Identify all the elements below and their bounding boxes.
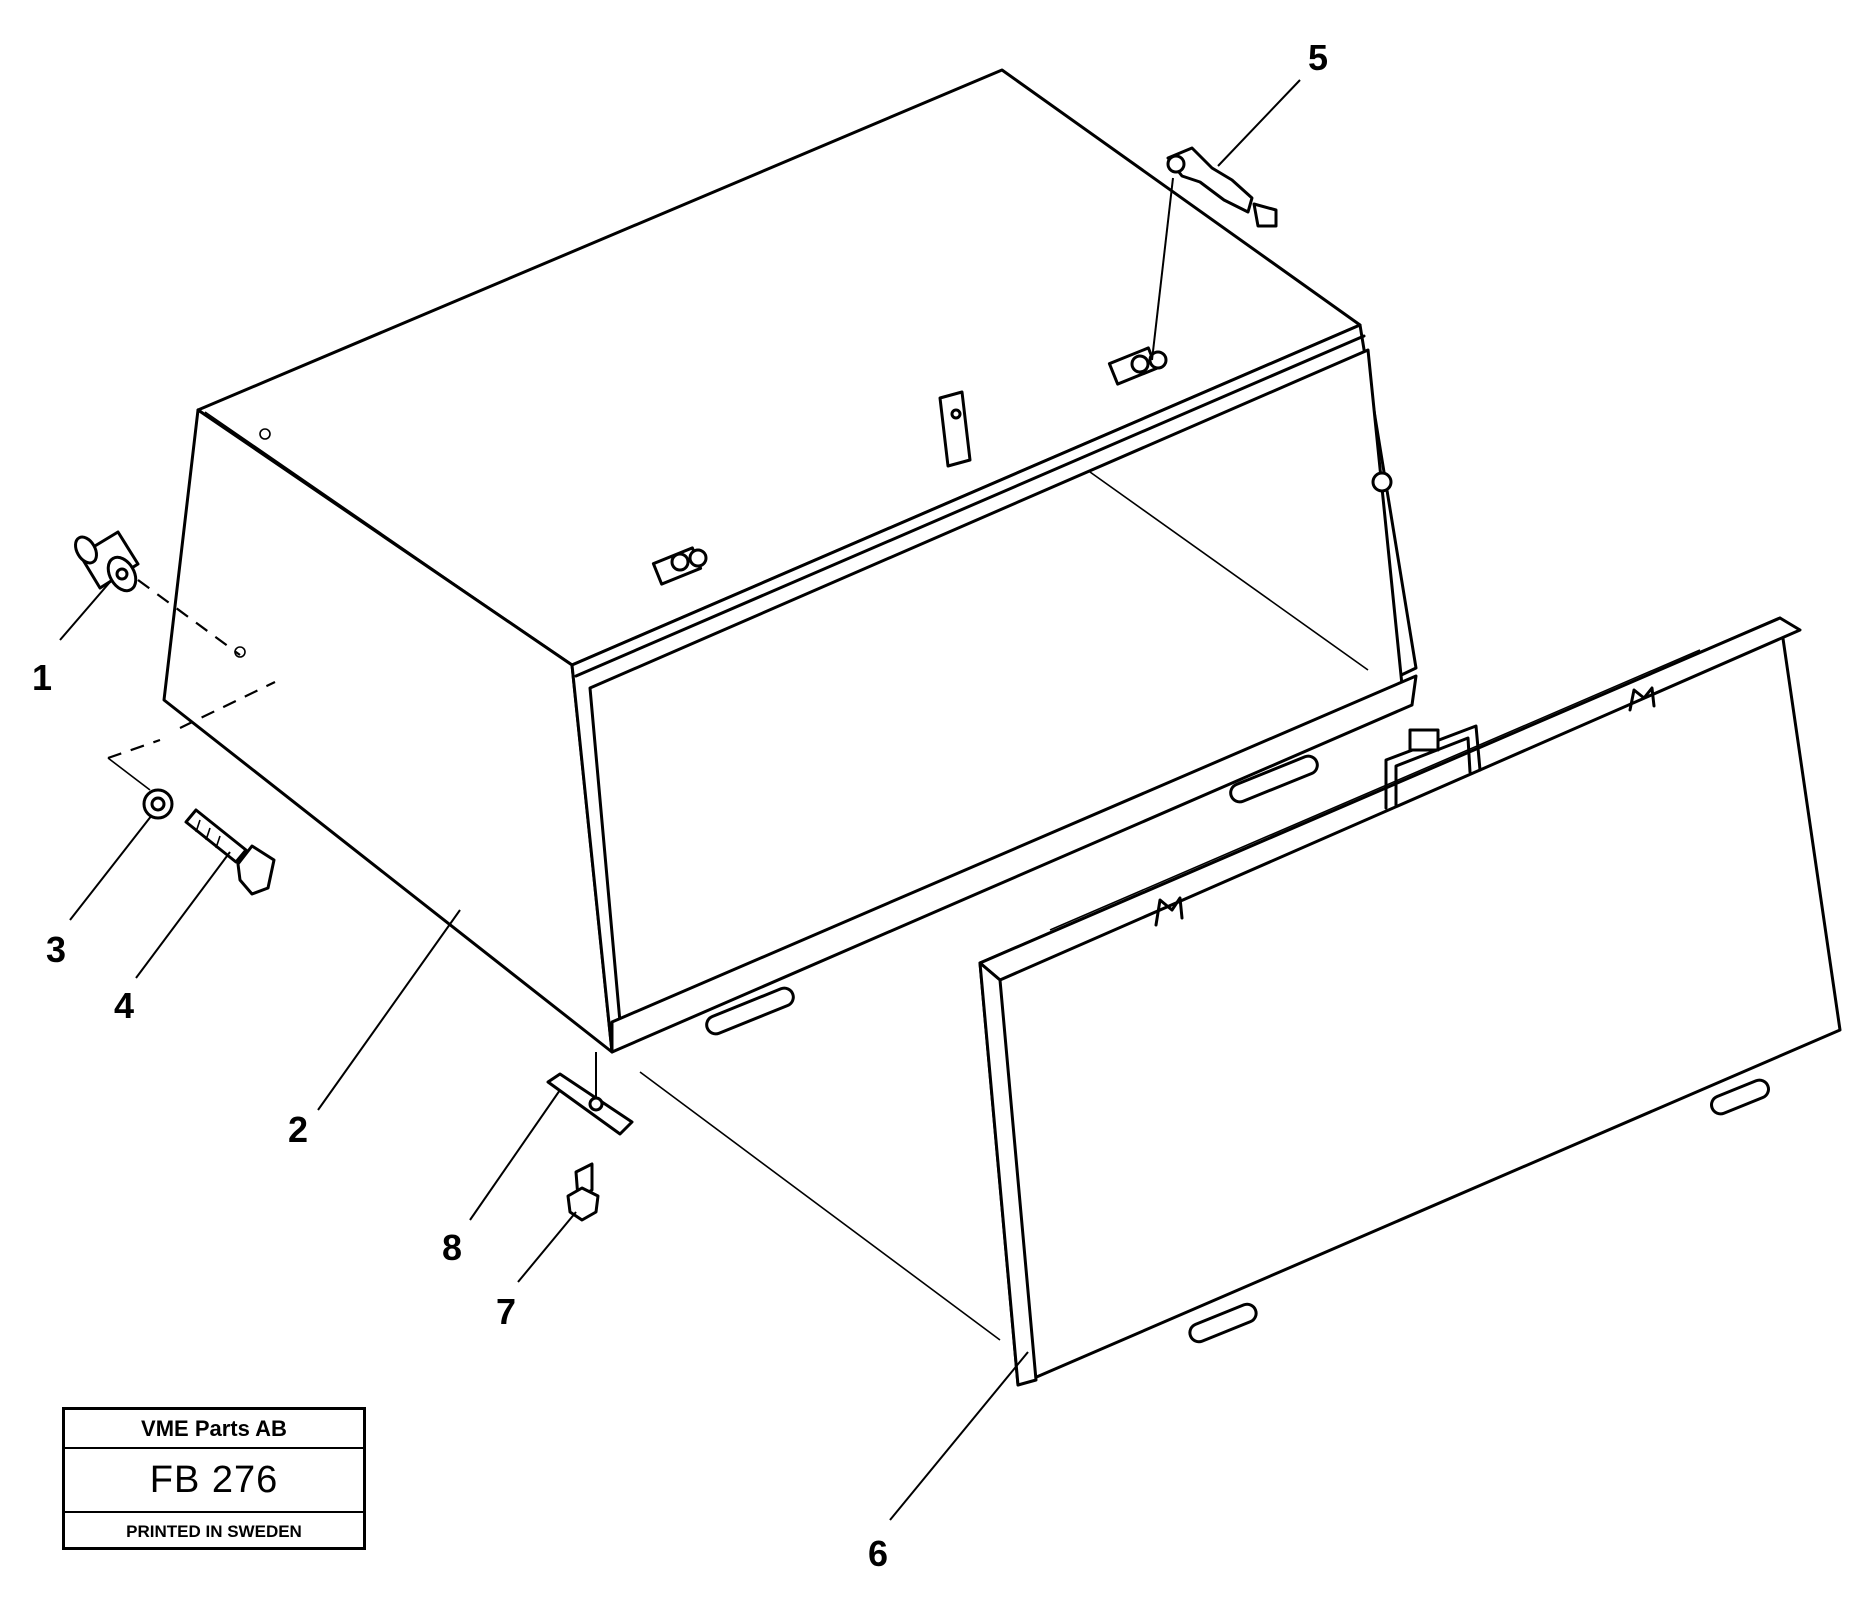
title-block-company: VME Parts AB [65, 1410, 363, 1449]
box-bottom-lip [610, 674, 1418, 1054]
callout-1: 1 [32, 657, 52, 698]
washer-icon [142, 788, 174, 820]
title-block-figure-number: FB 276 [65, 1449, 363, 1513]
door-latch-icon [1384, 724, 1482, 810]
title-block-printed: PRINTED IN SWEDEN [126, 1522, 302, 1541]
hinge-knuckle-icon [705, 754, 1319, 1036]
screw-icon [566, 1162, 600, 1222]
frame-screw-icon [1371, 471, 1393, 493]
door-hinge-knuckle-icon [1188, 1302, 1258, 1344]
door-side-edge [978, 961, 1038, 1387]
callout-5: 5 [1308, 37, 1328, 78]
title-block: VME Parts AB FB 276 PRINTED IN SWEDEN [62, 1407, 366, 1550]
leader-7 [517, 1211, 577, 1283]
hinge-bracket-icon [651, 546, 708, 586]
door-hinge-knuckle-icon [1710, 1078, 1770, 1116]
callout-7: 7 [496, 1291, 516, 1332]
leader-2 [317, 909, 461, 1111]
bolt-icon [184, 808, 276, 896]
leader-4 [135, 851, 231, 979]
strap-plate-icon [546, 1072, 634, 1136]
box-body [162, 68, 1418, 1341]
leader-1 [59, 581, 111, 641]
callout-6: 6 [868, 1533, 888, 1574]
leader-3 [69, 814, 153, 921]
rubber-buffer-icon [74, 530, 140, 593]
callout-4: 4 [114, 985, 134, 1026]
hinge-bracket-icon [1107, 346, 1168, 386]
leader-5 [1217, 79, 1301, 167]
callout-8: 8 [442, 1227, 462, 1268]
latch-plate-icon [938, 390, 972, 468]
leader-8 [469, 1089, 561, 1221]
latch-handle-icon [1166, 146, 1278, 228]
leader-6 [889, 1351, 1029, 1521]
callout-3: 3 [46, 929, 66, 970]
box-door [978, 616, 1842, 1387]
callout-2: 2 [288, 1109, 308, 1150]
